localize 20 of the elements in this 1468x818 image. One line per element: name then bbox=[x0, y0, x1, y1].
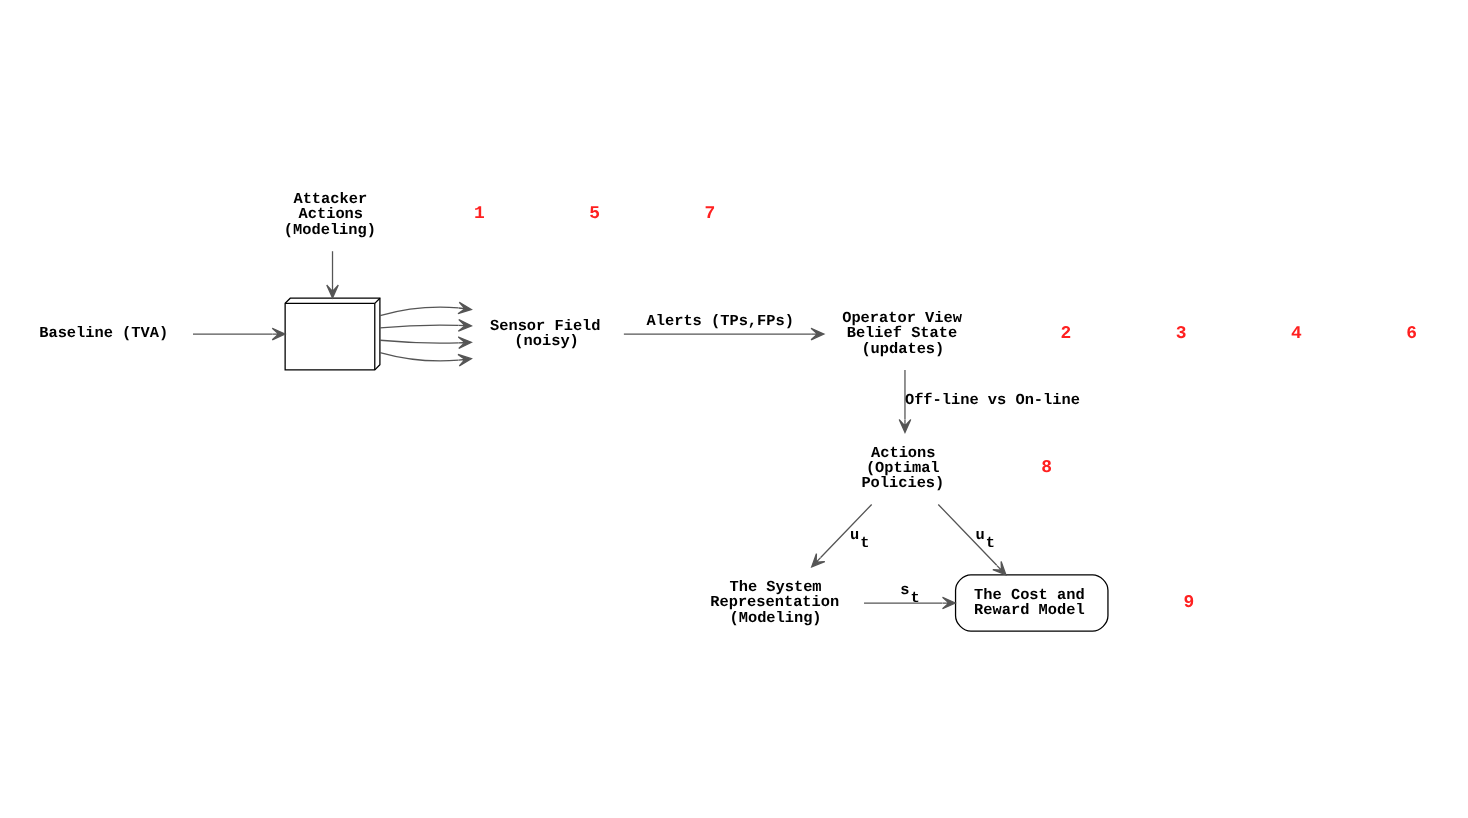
label: 3 bbox=[1175, 323, 1187, 344]
label: 6 bbox=[1406, 323, 1418, 344]
label: 9 bbox=[1183, 592, 1195, 613]
arrow bbox=[379, 301, 472, 317]
label: 2 bbox=[1060, 323, 1072, 344]
label: 7 bbox=[704, 204, 716, 225]
arrow bbox=[937, 503, 1007, 576]
arrow bbox=[379, 351, 472, 367]
arrow bbox=[192, 327, 286, 341]
label: 4 bbox=[1291, 323, 1302, 344]
arrow bbox=[379, 336, 472, 350]
label: 5 bbox=[589, 204, 601, 225]
arrow bbox=[379, 319, 472, 332]
arrow bbox=[863, 596, 956, 610]
arrow bbox=[898, 369, 912, 433]
label: 8 bbox=[1041, 458, 1053, 479]
arrow bbox=[623, 327, 825, 341]
arrow bbox=[326, 250, 339, 299]
arrow bbox=[811, 503, 873, 568]
label: 1 bbox=[474, 204, 485, 225]
